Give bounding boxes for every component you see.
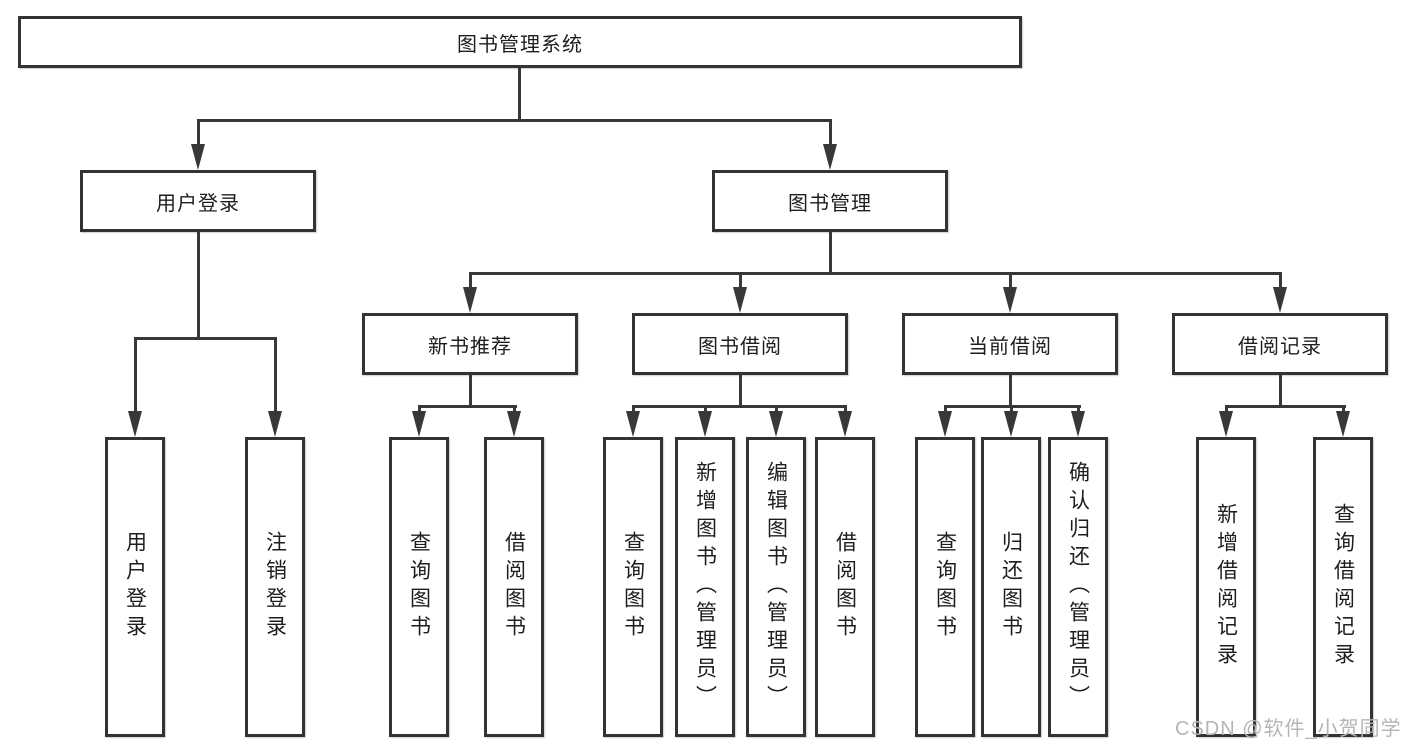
node-borrow-records-label: 借阅记录 bbox=[1238, 335, 1322, 358]
arrowhead-down-icon bbox=[412, 411, 426, 437]
arrowhead-down-icon bbox=[507, 411, 521, 437]
connector-line bbox=[197, 119, 832, 122]
leaf-bb-add-books-admin: 新增图书（管理员） bbox=[675, 437, 735, 737]
node-book-borrow-label: 图书借阅 bbox=[698, 335, 782, 358]
connector-line bbox=[844, 405, 847, 414]
leaf-cb-confirm-return-admin-label: 确认归还（管理员） bbox=[1066, 461, 1090, 713]
leaf-br-add-record-label: 新增借阅记录 bbox=[1214, 503, 1238, 671]
node-user-login-label: 用户登录 bbox=[156, 192, 240, 215]
node-root-label: 图书管理系统 bbox=[457, 33, 583, 56]
node-borrow-records: 借阅记录 bbox=[1172, 313, 1388, 375]
leaf-user-login: 用户登录 bbox=[105, 437, 165, 737]
node-user-login: 用户登录 bbox=[80, 170, 316, 232]
arrowhead-down-icon bbox=[1273, 287, 1287, 313]
node-book-management-label: 图书管理 bbox=[788, 192, 872, 215]
connector-line bbox=[775, 405, 778, 414]
connector-line bbox=[1225, 405, 1346, 408]
connector-line bbox=[418, 405, 517, 408]
node-new-book-recommend: 新书推荐 bbox=[362, 313, 578, 375]
connector-line bbox=[829, 232, 832, 275]
arrowhead-down-icon bbox=[191, 144, 205, 170]
arrowhead-down-icon bbox=[463, 287, 477, 313]
connector-line bbox=[1010, 405, 1013, 414]
leaf-bb-query-books: 查询图书 bbox=[603, 437, 663, 737]
leaf-bb-query-books-label: 查询图书 bbox=[621, 531, 645, 643]
node-book-borrow: 图书借阅 bbox=[632, 313, 848, 375]
csdn-watermark: CSDN @软件_小贺同学 bbox=[1175, 718, 1402, 740]
connector-line bbox=[134, 337, 137, 415]
connector-line bbox=[1225, 405, 1228, 414]
leaf-cb-query-books: 查询图书 bbox=[915, 437, 975, 737]
connector-line bbox=[518, 67, 521, 122]
leaf-user-login-label: 用户登录 bbox=[123, 531, 147, 643]
leaf-bb-edit-books-admin-label: 编辑图书（管理员） bbox=[764, 461, 788, 713]
leaf-cb-return-books: 归还图书 bbox=[981, 437, 1041, 737]
node-root: 图书管理系统 bbox=[18, 16, 1022, 68]
leaf-bb-borrow-books: 借阅图书 bbox=[815, 437, 875, 737]
arrowhead-down-icon bbox=[769, 411, 783, 437]
connector-line bbox=[704, 405, 707, 414]
connector-line bbox=[1077, 405, 1080, 414]
arrowhead-down-icon bbox=[1336, 411, 1350, 437]
arrowhead-down-icon bbox=[128, 411, 142, 437]
connector-line bbox=[1009, 375, 1012, 408]
arrowhead-down-icon bbox=[1003, 287, 1017, 313]
connector-line bbox=[739, 272, 742, 290]
leaf-bb-add-books-admin-label: 新增图书（管理员） bbox=[693, 461, 717, 713]
connector-line bbox=[1342, 405, 1345, 414]
arrowhead-down-icon bbox=[938, 411, 952, 437]
leaf-bb-edit-books-admin: 编辑图书（管理员） bbox=[746, 437, 806, 737]
connector-line bbox=[197, 232, 200, 340]
arrowhead-down-icon bbox=[698, 411, 712, 437]
leaf-cb-query-books-label: 查询图书 bbox=[933, 531, 957, 643]
leaf-nbr-borrow-books-label: 借阅图书 bbox=[502, 531, 526, 643]
connector-line bbox=[418, 405, 421, 414]
connector-line bbox=[1009, 272, 1012, 290]
leaf-br-query-record-label: 查询借阅记录 bbox=[1331, 503, 1355, 671]
leaf-cb-return-books-label: 归还图书 bbox=[999, 531, 1023, 643]
connector-line bbox=[513, 405, 516, 414]
node-new-book-recommend-label: 新书推荐 bbox=[428, 335, 512, 358]
arrowhead-down-icon bbox=[823, 144, 837, 170]
connector-line bbox=[1279, 375, 1282, 408]
leaf-bb-borrow-books-label: 借阅图书 bbox=[833, 531, 857, 643]
leaf-logout-label: 注销登录 bbox=[263, 531, 287, 643]
node-current-borrow-label: 当前借阅 bbox=[968, 335, 1052, 358]
leaf-logout: 注销登录 bbox=[245, 437, 305, 737]
leaf-nbr-borrow-books: 借阅图书 bbox=[484, 437, 544, 737]
connector-line bbox=[469, 375, 472, 408]
connector-line bbox=[274, 337, 277, 415]
leaf-cb-confirm-return-admin: 确认归还（管理员） bbox=[1048, 437, 1108, 737]
connector-line bbox=[134, 337, 277, 340]
connector-line bbox=[1279, 272, 1282, 290]
leaf-nbr-query-books: 查询图书 bbox=[389, 437, 449, 737]
arrowhead-down-icon bbox=[1004, 411, 1018, 437]
leaf-br-add-record: 新增借阅记录 bbox=[1196, 437, 1256, 737]
connector-line bbox=[469, 272, 472, 290]
node-current-borrow: 当前借阅 bbox=[902, 313, 1118, 375]
arrowhead-down-icon bbox=[733, 287, 747, 313]
arrowhead-down-icon bbox=[1219, 411, 1233, 437]
connector-line bbox=[944, 405, 947, 414]
connector-line bbox=[632, 405, 847, 408]
leaf-br-query-record: 查询借阅记录 bbox=[1313, 437, 1373, 737]
connector-line bbox=[632, 405, 635, 414]
arrowhead-down-icon bbox=[268, 411, 282, 437]
arrowhead-down-icon bbox=[1071, 411, 1085, 437]
node-book-management: 图书管理 bbox=[712, 170, 948, 232]
connector-line bbox=[829, 119, 832, 147]
leaf-nbr-query-books-label: 查询图书 bbox=[407, 531, 431, 643]
connector-line bbox=[739, 375, 742, 408]
arrowhead-down-icon bbox=[838, 411, 852, 437]
connector-line bbox=[469, 272, 1282, 275]
connector-line bbox=[197, 119, 200, 147]
arrowhead-down-icon bbox=[626, 411, 640, 437]
